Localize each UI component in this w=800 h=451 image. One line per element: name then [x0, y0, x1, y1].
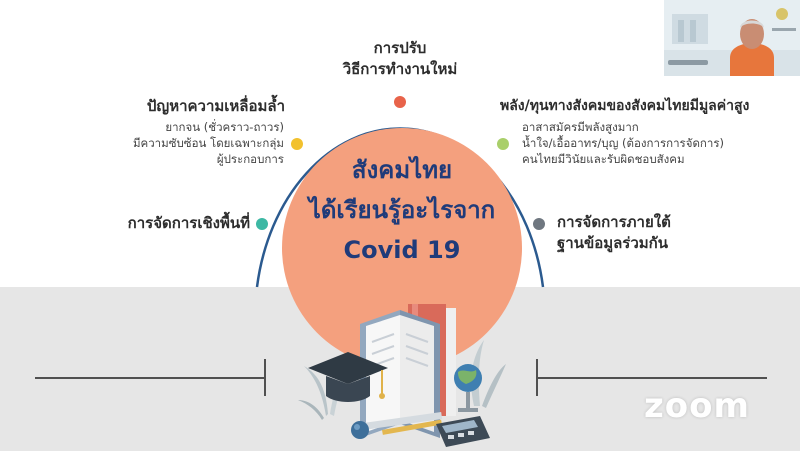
- center-title-line-2: ได้เรียนรู้อะไรจาก: [308, 196, 496, 224]
- globe-icon: [454, 364, 482, 412]
- zoom-watermark: zoom: [644, 386, 750, 426]
- speaker-video-icon: [664, 0, 800, 76]
- center-title: สังคมไทย ได้เรียนรู้อะไรจาก Covid 19: [282, 150, 522, 270]
- left-top-item-detail-2: มีความซับซ้อน โดยเฉพาะกลุ่ม: [132, 136, 284, 150]
- right-top-item-detail-2: น้ำใจ/เอื้ออาทร/บุญ (ต้องการการจัดการ): [522, 136, 725, 150]
- graduation-books-illustration: [298, 304, 506, 447]
- calculator-icon: [436, 416, 490, 447]
- plant-left-icon: [298, 362, 354, 420]
- sphere-icon: [351, 421, 369, 439]
- right-top-item-detail-3: คนไทยมีวินัยและรับผิดชอบสังคม: [522, 152, 685, 166]
- top-item: การปรับ วิธีการทำงานใหม่: [300, 38, 500, 80]
- top-item-line-1: การปรับ: [373, 39, 427, 57]
- right-top-item-detail-1: อาสาสมัครมีพลังสูงมาก: [522, 120, 639, 134]
- right-timeline-tick: [536, 359, 538, 396]
- left-timeline-tick: [264, 359, 266, 396]
- center-title-line-1: สังคมไทย: [351, 156, 453, 184]
- top-item-line-2: วิธีการทำงานใหม่: [342, 60, 458, 78]
- left-top-item-detail-3: ผู้ประกอบการ: [216, 152, 284, 166]
- left-top-item-title: ปัญหาความเหลื่อมล้ำ: [146, 97, 285, 115]
- ruler-icon: [356, 412, 443, 435]
- circle-dot-icon: [533, 218, 545, 230]
- center-bubble-tip: [384, 286, 410, 300]
- center-title-line-3: Covid 19: [343, 236, 461, 264]
- open-book-icon: [360, 310, 440, 438]
- left-top-item-details: ยากจน (ชั่วคราว-ถาวร) มีความซับซ้อน โดยเ…: [60, 119, 284, 167]
- left-timeline-line: [35, 377, 265, 379]
- graduation-cap-icon: [308, 352, 388, 402]
- circle-dot-icon: [256, 218, 268, 230]
- left-bottom-item-title: การจัดการเชิงพื้นที่: [127, 214, 250, 232]
- right-timeline-line: [537, 377, 767, 379]
- circle-dot-icon: [291, 138, 303, 150]
- right-bottom-item-line-2: ฐานข้อมูลร่วมกัน: [557, 234, 668, 252]
- right-top-item-details: อาสาสมัครมีพลังสูงมาก น้ำใจ/เอื้ออาทร/บุ…: [522, 119, 762, 167]
- circle-dot-icon: [497, 138, 509, 150]
- right-top-item-title: พลัง/ทุนทางสังคมของสังคมไทยมีมูลค่าสูง: [500, 98, 750, 114]
- right-bottom-item-line-1: การจัดการภายใต้: [557, 213, 671, 231]
- left-top-item-detail-1: ยากจน (ชั่วคราว-ถาวร): [165, 120, 284, 134]
- right-bottom-item: การจัดการภายใต้ ฐานข้อมูลร่วมกัน: [557, 212, 757, 254]
- video-thumbnail[interactable]: [664, 0, 800, 76]
- circle-dot-icon: [394, 96, 406, 108]
